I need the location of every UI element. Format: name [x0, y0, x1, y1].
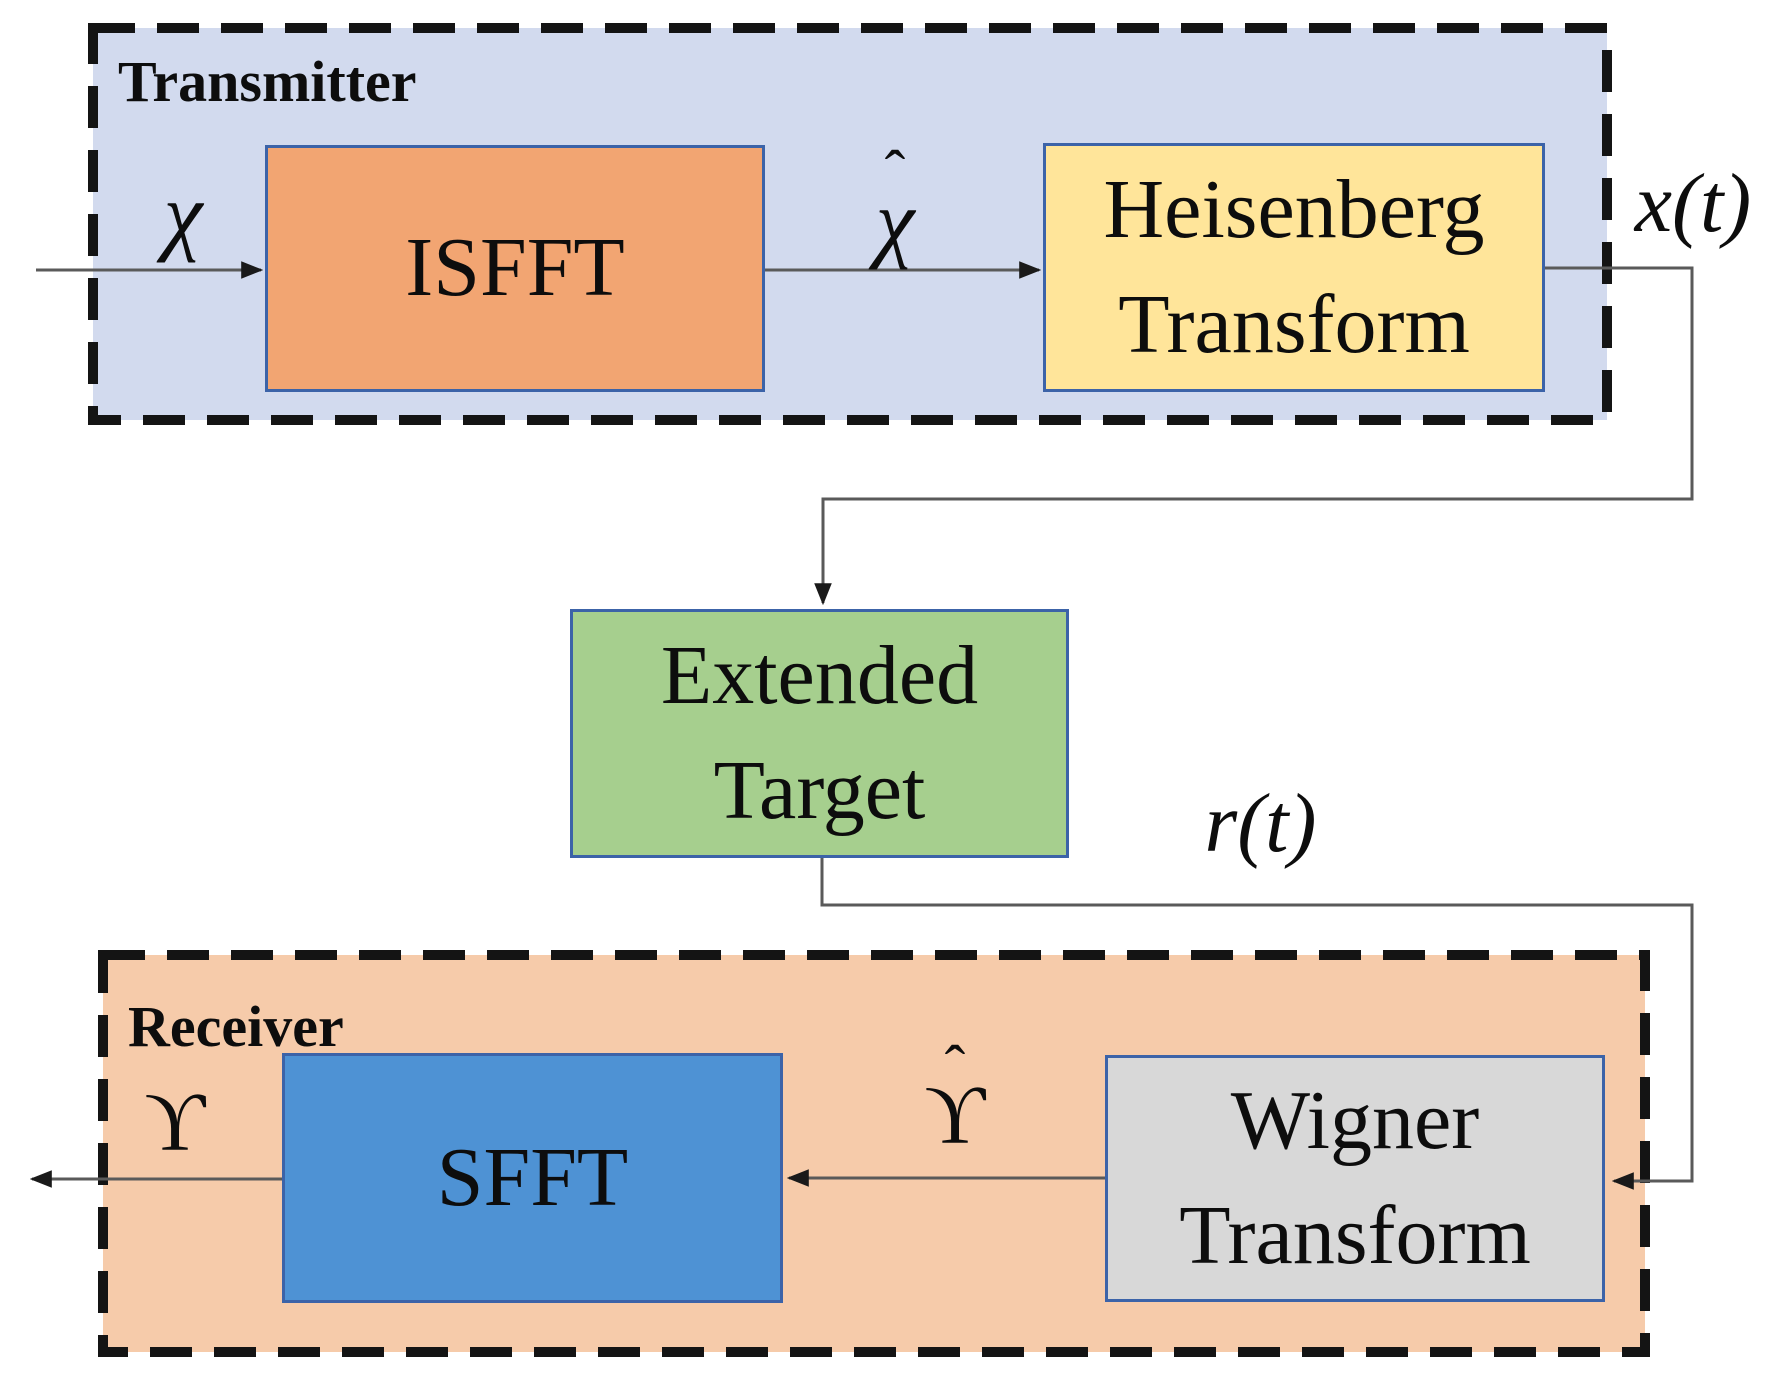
- heisenberg-block-label-line1: Heisenberg: [1103, 163, 1485, 257]
- heisenberg-transform-block: Heisenberg Transform: [1043, 143, 1545, 392]
- extended-target-label-line1: Extended: [660, 629, 979, 723]
- sfft-block-label: SFFT: [436, 1130, 629, 1224]
- heisenberg-block-label-line2: Transform: [1118, 277, 1470, 371]
- transmitter-group-label: Transmitter: [118, 49, 417, 114]
- arrow-extended-target-to-wigner: [820, 858, 1694, 1190]
- signal-label-upsilon: ϒ: [144, 1076, 206, 1169]
- isfft-block-label: ISFFT: [405, 221, 625, 315]
- signal-label-x-of-t: x(t): [1634, 157, 1752, 250]
- wigner-block-label-line1: Wigner: [1230, 1074, 1480, 1168]
- wigner-transform-block: Wigner Transform: [1105, 1055, 1605, 1302]
- signal-label-r-of-t: r(t): [1204, 777, 1317, 870]
- signal-label-chi: χ: [163, 166, 203, 264]
- hat-accent: ˆ: [884, 139, 906, 207]
- extended-target-label-line2: Target: [713, 743, 926, 837]
- signal-label-chi-hat: ˆ χ: [875, 139, 915, 271]
- extended-target-block: Extended Target: [570, 609, 1069, 858]
- hat-accent: ˆ: [944, 1034, 966, 1102]
- wigner-block-label-line2: Transform: [1179, 1188, 1531, 1282]
- sfft-block: SFFT: [282, 1053, 783, 1303]
- receiver-group-label: Receiver: [128, 994, 344, 1059]
- isfft-block: ISFFT: [265, 145, 765, 392]
- arrow-heisenberg-to-extended-target: [814, 266, 1694, 606]
- signal-label-upsilon-hat: ˆ ϒ: [924, 1034, 986, 1162]
